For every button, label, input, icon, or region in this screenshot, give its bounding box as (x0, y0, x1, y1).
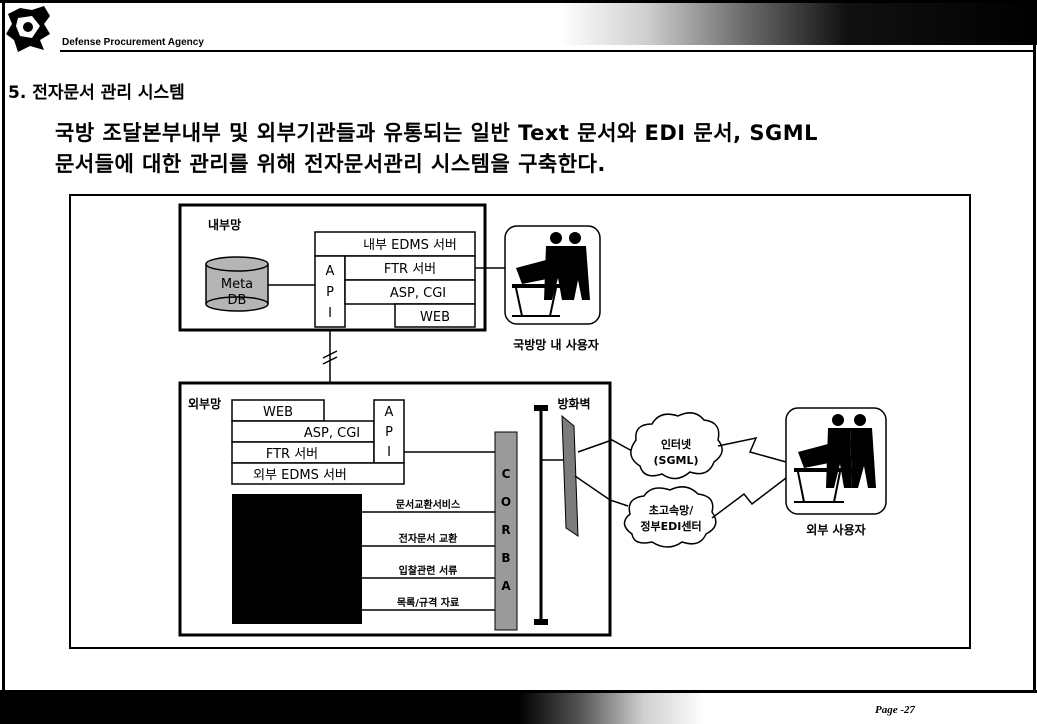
backbone-line (534, 405, 548, 625)
description: 국방 조달본부내부 및 외부기관들과 유통되는 일반 Text 문서와 EDI … (55, 118, 1035, 180)
internet-cloud-icon (630, 412, 723, 480)
meta-db-icon (205, 256, 269, 312)
internal-api-letter-a: A (326, 264, 335, 279)
internal-ftr-server-label: FTR 서버 (384, 262, 436, 277)
internal-users-icon (504, 225, 601, 325)
internal-asp-cgi-label: ASP, CGI (390, 286, 446, 301)
service-edi-exchange: 전자문서 교환 (399, 532, 458, 545)
corba-bus (494, 431, 518, 631)
external-edms-server-label: 외부 EDMS 서버 (253, 468, 347, 483)
service-catalog-specs: 목록/규격 자료 (397, 596, 459, 609)
footer-rule (470, 690, 1037, 693)
internet-label-line-2: (SGML) (654, 454, 699, 467)
internal-asp-cgi-box (344, 279, 476, 305)
internal-web-label: WEB (420, 310, 450, 325)
network-link-break-mark-2 (322, 356, 338, 365)
internal-network-label: 내부망 (208, 217, 241, 232)
corba-letter-r: R (501, 523, 510, 537)
internal-api-letter-i: I (328, 306, 332, 321)
external-network-box (178, 381, 612, 637)
header-rule (60, 50, 1036, 52)
firewall-to-highspeed-connector (574, 475, 629, 507)
frame-right-border (1033, 0, 1036, 690)
highspeed-network-cloud-icon (623, 486, 717, 548)
external-api-letter-p: P (385, 425, 393, 440)
internal-edms-server-label: 내부 EDMS 서버 (363, 238, 457, 253)
top-rule (0, 0, 1037, 3)
corba-letter-a: A (501, 579, 511, 593)
agency-emblem-icon (6, 6, 50, 52)
network-link-break-mark-1 (322, 350, 338, 359)
agency-name: Defense Procurement Agency (62, 37, 204, 48)
internal-api-box (314, 255, 346, 328)
footer-gradient-band (0, 690, 1037, 724)
external-api-letter-a: A (385, 405, 394, 420)
external-users-label: 외부 사용자 (806, 522, 865, 537)
meta-db-line-1: Meta (221, 277, 253, 292)
corba-letter-o: O (501, 495, 511, 509)
external-asp-cgi-label: ASP, CGI (304, 426, 360, 441)
page-number: Page -27 (875, 704, 916, 716)
description-line-2: 문서들에 대한 관리를 위해 전자문서관리 시스템을 구축한다. (55, 152, 606, 176)
internet-to-users-connector (717, 436, 787, 463)
external-edms-server-box (231, 462, 405, 485)
frame-left-border (2, 0, 5, 690)
description-line-1: 국방 조달본부내부 및 외부기관들과 유통되는 일반 Text 문서와 EDI … (55, 121, 818, 145)
service-document-exchange: 문서교환서비스 (396, 498, 460, 511)
section-title: 5. 전자문서 관리 시스템 (8, 83, 185, 103)
highspeed-to-users-connector (711, 477, 787, 519)
firewall-label: 방화벽 (557, 396, 590, 411)
highspeed-label-line-2: 정부EDI센터 (640, 519, 701, 533)
external-api-letter-i: I (387, 445, 391, 460)
corba-letter-b: B (501, 551, 510, 565)
internal-api-letter-p: P (326, 285, 334, 300)
internet-label-line-1: 인터넷 (661, 437, 691, 451)
external-web-label: WEB (263, 405, 293, 420)
internal-web-box (394, 303, 476, 328)
service-connectors (362, 511, 495, 611)
internal-users-label: 국방망 내 사용자 (513, 337, 599, 352)
diagram-outer-frame (69, 194, 971, 649)
meta-db-line-2: DB (228, 293, 247, 308)
external-network-label: 외부망 (188, 396, 221, 411)
internal-edms-server-box (314, 231, 476, 257)
firewall-icon (561, 414, 579, 537)
document-store-block (232, 494, 362, 624)
firewall-to-internet-connector (577, 439, 633, 453)
external-users-icon (785, 407, 887, 515)
highspeed-label-line-1: 초고속망/ (649, 503, 694, 517)
corba-letter-c: C (502, 467, 511, 481)
header-gradient-band (560, 3, 1037, 45)
service-bid-documents: 입찰관련 서류 (399, 564, 458, 577)
external-ftr-server-label: FTR 서버 (266, 447, 318, 462)
